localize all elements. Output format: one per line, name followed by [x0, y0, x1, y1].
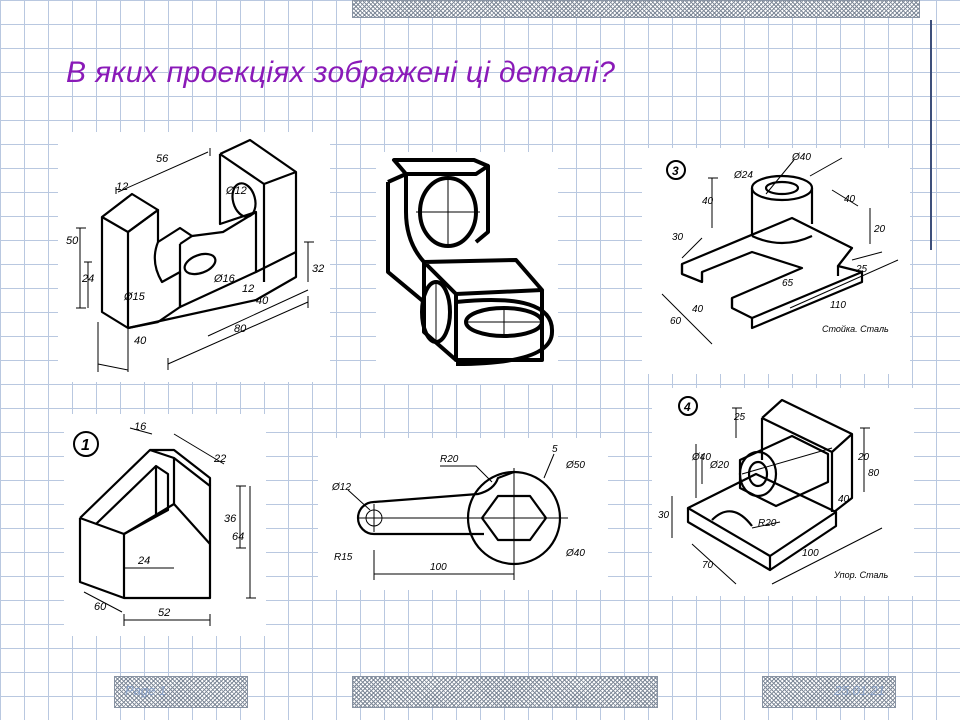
part-f-dim-4: 80 [868, 468, 880, 479]
part-c-dim-7: 25 [855, 264, 868, 275]
part-d-dim-3: 64 [232, 531, 244, 543]
part-d-dim-6: 52 [158, 607, 170, 619]
part-d-dim-0: 16 [134, 421, 147, 433]
part-a-dim-5: Ø15 [123, 291, 146, 303]
part-f-svg: 4 25 Ø40 Ø20 20 80 [658, 396, 888, 585]
part-d-number: 1 [81, 437, 90, 454]
part-c-svg: 3 Ø40 Ø24 40 40 20 30 65 [661, 152, 899, 345]
part-d-dim-4: 24 [137, 555, 150, 567]
part-f-dim-5: 40 [838, 494, 850, 505]
footer-left-bar: Page 1 [114, 676, 248, 708]
part-f-dim-8: 100 [802, 548, 819, 559]
header-bar [352, 0, 920, 18]
right-edge-rule [930, 20, 932, 250]
part-c-number-circle [666, 160, 686, 180]
part-a-dim-8: 32 [312, 263, 324, 275]
footer-page-label: Page 1 [125, 683, 167, 698]
part-a-dim-1: 12 [116, 181, 128, 193]
part-f-dim-1: Ø40 [691, 452, 711, 463]
part-c-number: 3 [672, 164, 679, 178]
part-d-dim-1: 22 [213, 453, 226, 465]
part-c-dim-8: 110 [830, 300, 846, 311]
part-c-dim-0: Ø40 [791, 152, 811, 163]
drawing-part-d: 1 16 22 36 64 24 60 52 [64, 414, 266, 636]
part-c-dim-4: 20 [873, 224, 886, 235]
drawing-part-a: 56 12 Ø12 50 24 Ø15 Ø16 12 32 40 80 40 [58, 132, 330, 382]
drawing-part-f: 4 25 Ø40 Ø20 20 80 [652, 388, 914, 596]
part-c-caption: Стойка. Сталь [822, 324, 889, 334]
part-a-dim-3: 50 [66, 235, 79, 247]
footer-right-bar: 25.01.21 [762, 676, 896, 708]
part-c-dim-9: 40 [692, 304, 704, 315]
part-a-dim-4: 24 [81, 273, 94, 285]
part-f-dim-9: 70 [702, 560, 714, 571]
part-d-dim-2: 36 [224, 513, 237, 525]
part-e-dim-0: R20 [440, 454, 459, 465]
part-c-dim-3: 40 [844, 194, 856, 205]
part-f-dim-7: R20 [758, 518, 777, 529]
part-b-svg [386, 158, 555, 366]
part-c-dim-5: 30 [672, 232, 684, 243]
part-a-dim-2: Ø12 [225, 185, 247, 197]
part-f-dim-6: 30 [658, 510, 670, 521]
drawing-part-c: 3 Ø40 Ø24 40 40 20 30 65 [642, 148, 910, 374]
part-d-number-circle [73, 431, 99, 457]
part-a-dim-10: 80 [234, 323, 247, 335]
part-c-dim-10: 60 [670, 316, 682, 327]
part-e-dim-4: R15 [334, 552, 353, 563]
part-a-dim-9: 40 [256, 295, 269, 307]
part-e-svg: R20 5 Ø50 Ø12 R15 100 Ø40 [331, 444, 585, 580]
part-c-dim-6: 65 [782, 278, 794, 289]
part-f-number: 4 [683, 400, 691, 414]
part-a-dim-11: 40 [134, 335, 147, 347]
part-e-dim-5: 100 [430, 562, 447, 573]
part-d-svg: 1 16 22 36 64 24 60 52 [73, 421, 256, 626]
drawing-part-b [376, 152, 558, 384]
part-a-dim-6: Ø16 [213, 273, 236, 285]
footer-date-label: 25.01.21 [834, 683, 885, 698]
part-f-caption: Упор. Сталь [833, 570, 888, 580]
part-f-dim-2: Ø20 [709, 460, 729, 471]
part-e-dim-3: Ø12 [331, 482, 351, 493]
footer-center-bar [352, 676, 658, 708]
part-c-dim-1: Ø24 [733, 170, 753, 181]
part-a-dim-0: 56 [156, 153, 169, 165]
part-d-dim-5: 60 [94, 601, 107, 613]
part-f-dim-3: 20 [857, 452, 870, 463]
slide-title: В яких проекціях зображені ці деталі? [66, 56, 616, 89]
part-c-dim-2: 40 [702, 196, 714, 207]
part-e-dim-6: Ø40 [565, 548, 585, 559]
part-e-dim-1: 5 [552, 444, 558, 455]
part-f-number-circle [678, 396, 698, 416]
drawing-part-e: R20 5 Ø50 Ø12 R15 100 Ø40 [318, 438, 608, 590]
part-f-dim-0: 25 [733, 412, 746, 423]
part-a-svg: 56 12 Ø12 50 24 Ø15 Ø16 12 32 40 80 40 [66, 138, 324, 372]
part-a-dim-7: 12 [242, 283, 254, 295]
part-e-dim-2: Ø50 [565, 460, 585, 471]
